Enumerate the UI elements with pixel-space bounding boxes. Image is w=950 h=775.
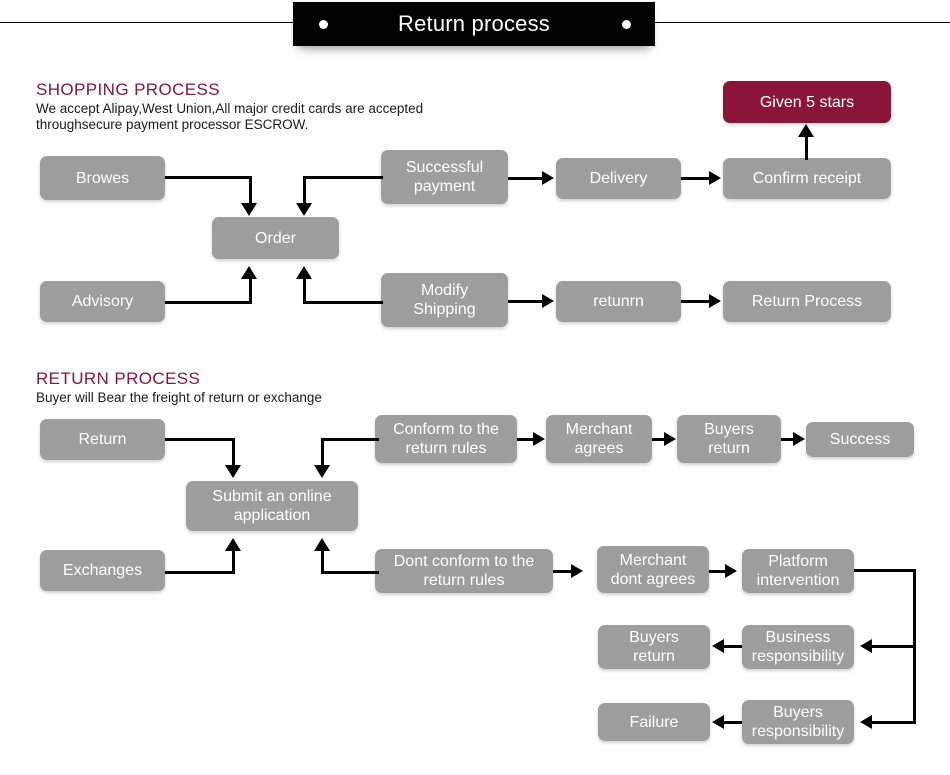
arrowhead-merchant-agrees-to-buyers-return <box>664 432 676 446</box>
box-conform-to-return-rules[interactable]: Conform to the return rules <box>375 415 517 463</box>
arrowhead-retunrn-to-return-process <box>709 294 721 308</box>
shopping-process-heading: SHOPPING PROCESS <box>36 80 220 99</box>
connector-conform-to-submit-v <box>321 438 324 467</box>
bullet-dot-icon-right <box>622 20 631 29</box>
connector-buyers-return-to-success <box>781 438 795 441</box>
connector-advisory-to-order-v <box>249 278 252 304</box>
arrowhead-dont-conform-to-merchant-dont-agrees <box>571 564 583 578</box>
connector-platform-bus-h <box>854 569 916 572</box>
arrowhead-payment-to-delivery <box>542 171 554 185</box>
arrowhead-business-responsibility-to-buyers-return <box>712 639 724 653</box>
connector-payment-to-order-v <box>303 176 306 205</box>
connector-confirm-to-stars <box>805 136 808 160</box>
box-success[interactable]: Success <box>806 422 914 457</box>
arrowhead-buyers-return-to-success <box>793 432 805 446</box>
box-buyers-responsibility[interactable]: Buyers responsibility <box>742 700 854 744</box>
connector-dont-conform-to-submit-h <box>321 571 379 574</box>
arrowhead-conform-to-merchant-agrees <box>533 432 545 446</box>
connector-dont-conform-to-merchant-dont-agrees <box>553 570 573 573</box>
return-process-heading: RETURN PROCESS <box>36 369 201 388</box>
arrowhead-advisory-to-order <box>241 266 257 279</box>
connector-payment-to-delivery <box>508 177 544 180</box>
box-confirm-receipt[interactable]: Confirm receipt <box>723 158 891 199</box>
box-return-process[interactable]: Return Process <box>723 281 891 322</box>
box-merchant-agrees[interactable]: Merchant agrees <box>546 415 652 463</box>
arrowhead-browes-to-order <box>241 203 257 216</box>
box-successful-payment[interactable]: Successful payment <box>381 150 508 204</box>
arrowhead-conform-to-submit <box>314 465 330 478</box>
arrowhead-bus-to-business-responsibility <box>860 639 872 653</box>
arrowhead-payment-to-order <box>296 203 312 216</box>
connector-bus-to-buyers-responsibility <box>872 721 916 724</box>
arrowhead-exchanges-to-submit <box>225 538 241 551</box>
connector-buyers-responsibility-to-failure <box>724 721 742 724</box>
connector-payment-to-order-h <box>303 176 383 179</box>
arrowhead-modify-to-retunrn <box>542 294 554 308</box>
connector-merchant-agrees-to-buyers-return <box>652 438 666 441</box>
page-title: Return process <box>398 11 550 36</box>
box-failure[interactable]: Failure <box>598 703 710 741</box>
connector-browes-to-order-h <box>165 176 252 179</box>
connector-return-to-submit-h <box>165 438 235 441</box>
connector-dont-conform-to-submit-v <box>321 550 324 574</box>
arrowhead-return-to-submit <box>225 465 241 478</box>
box-submit-online-application[interactable]: Submit an online application <box>186 481 358 531</box>
connector-advisory-to-order-h <box>165 301 252 304</box>
box-retunrn[interactable]: retunrn <box>556 281 681 322</box>
box-buyers-return-top[interactable]: Buyers return <box>677 415 781 463</box>
arrowhead-confirm-to-stars <box>798 124 814 137</box>
connector-bus-to-business-responsibility <box>872 645 916 648</box>
header-banner: Return process <box>293 2 655 46</box>
box-buyers-return-bottom[interactable]: Buyers return <box>598 625 710 669</box>
arrowhead-bus-to-buyers-responsibility <box>860 715 872 729</box>
connector-exchanges-to-submit-v <box>232 550 235 574</box>
box-browes[interactable]: Browes <box>40 156 165 200</box>
box-return[interactable]: Return <box>40 419 165 460</box>
arrowhead-dont-conform-to-submit <box>314 538 330 551</box>
connector-merchant-dont-agrees-to-platform <box>709 570 727 573</box>
box-exchanges[interactable]: Exchanges <box>40 550 165 591</box>
connector-modify-to-order-h <box>303 301 383 304</box>
box-business-responsibility[interactable]: Business responsibility <box>742 625 854 669</box>
return-process-subtitle: Buyer will Bear the freight of return or… <box>36 390 322 405</box>
connector-conform-to-merchant-agrees <box>517 438 535 441</box>
box-dont-conform-to-return-rules[interactable]: Dont conform to the return rules <box>375 549 553 593</box>
bullet-dot-icon-left <box>319 20 328 29</box>
box-modify-shipping[interactable]: Modify Shipping <box>381 273 508 327</box>
box-platform-intervention[interactable]: Platform intervention <box>742 549 854 593</box>
connector-modify-to-order-v <box>303 278 306 304</box>
box-delivery[interactable]: Delivery <box>556 158 681 199</box>
connector-business-responsibility-to-buyers-return <box>724 645 742 648</box>
box-advisory[interactable]: Advisory <box>40 281 165 322</box>
connector-conform-to-submit-h <box>321 438 379 441</box>
arrowhead-merchant-dont-agrees-to-platform <box>725 564 737 578</box>
connector-return-to-submit-v <box>232 438 235 467</box>
box-given-5-stars[interactable]: Given 5 stars <box>723 81 891 123</box>
connector-browes-to-order-v <box>249 176 252 205</box>
box-merchant-dont-agrees[interactable]: Merchant dont agrees <box>597 546 709 593</box>
connector-delivery-to-confirm <box>681 177 711 180</box>
arrowhead-delivery-to-confirm <box>709 171 721 185</box>
arrowhead-modify-to-order <box>296 266 312 279</box>
box-order[interactable]: Order <box>212 217 339 259</box>
connector-modify-to-retunrn <box>508 300 544 303</box>
connector-exchanges-to-submit-h <box>165 571 235 574</box>
connector-retunrn-to-return-process <box>681 300 711 303</box>
arrowhead-buyers-responsibility-to-failure <box>712 715 724 729</box>
shopping-process-subtitle: We accept Alipay,West Union,All major cr… <box>36 101 424 132</box>
